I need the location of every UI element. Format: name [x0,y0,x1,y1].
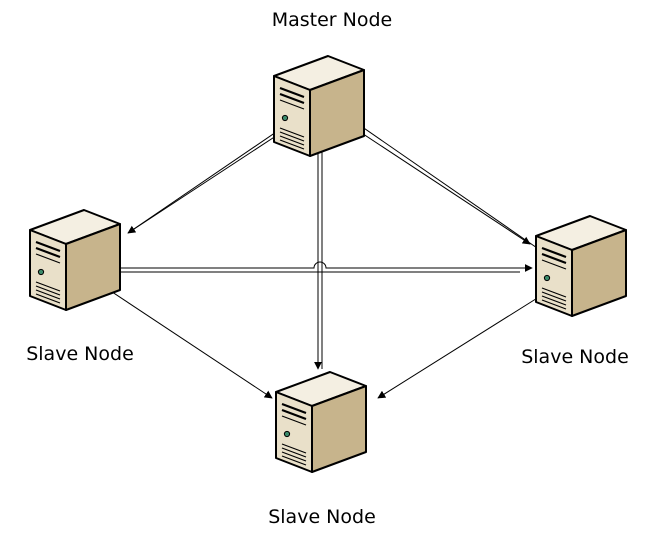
connector-slave-right-to-slave-bottom [377,279,567,399]
master-node-label: Master Node [272,9,393,31]
slave-node-bottom: Slave Node [268,370,376,528]
connectors [74,97,567,399]
connector-slave-right-to-master [331,105,541,251]
connector-master-to-slave-left [127,131,283,234]
master-node: Master Node [272,9,393,158]
server-tower-icon [274,370,368,474]
connector-slave-left-to-slave-right [92,261,533,272]
slave-node-right-label: Slave Node [521,346,629,368]
server-tower-icon [28,208,122,312]
slave-node-right: Slave Node [521,214,629,368]
slave-node-bottom-label: Slave Node [268,506,376,528]
slave-node-left-label: Slave Node [26,343,134,365]
connector-slave-left-to-slave-bottom [87,275,273,399]
connector-master-to-slave-right [347,123,531,245]
server-tower-icon [534,214,628,318]
server-tower-icon [272,54,366,158]
slave-node-left: Slave Node [26,208,134,365]
